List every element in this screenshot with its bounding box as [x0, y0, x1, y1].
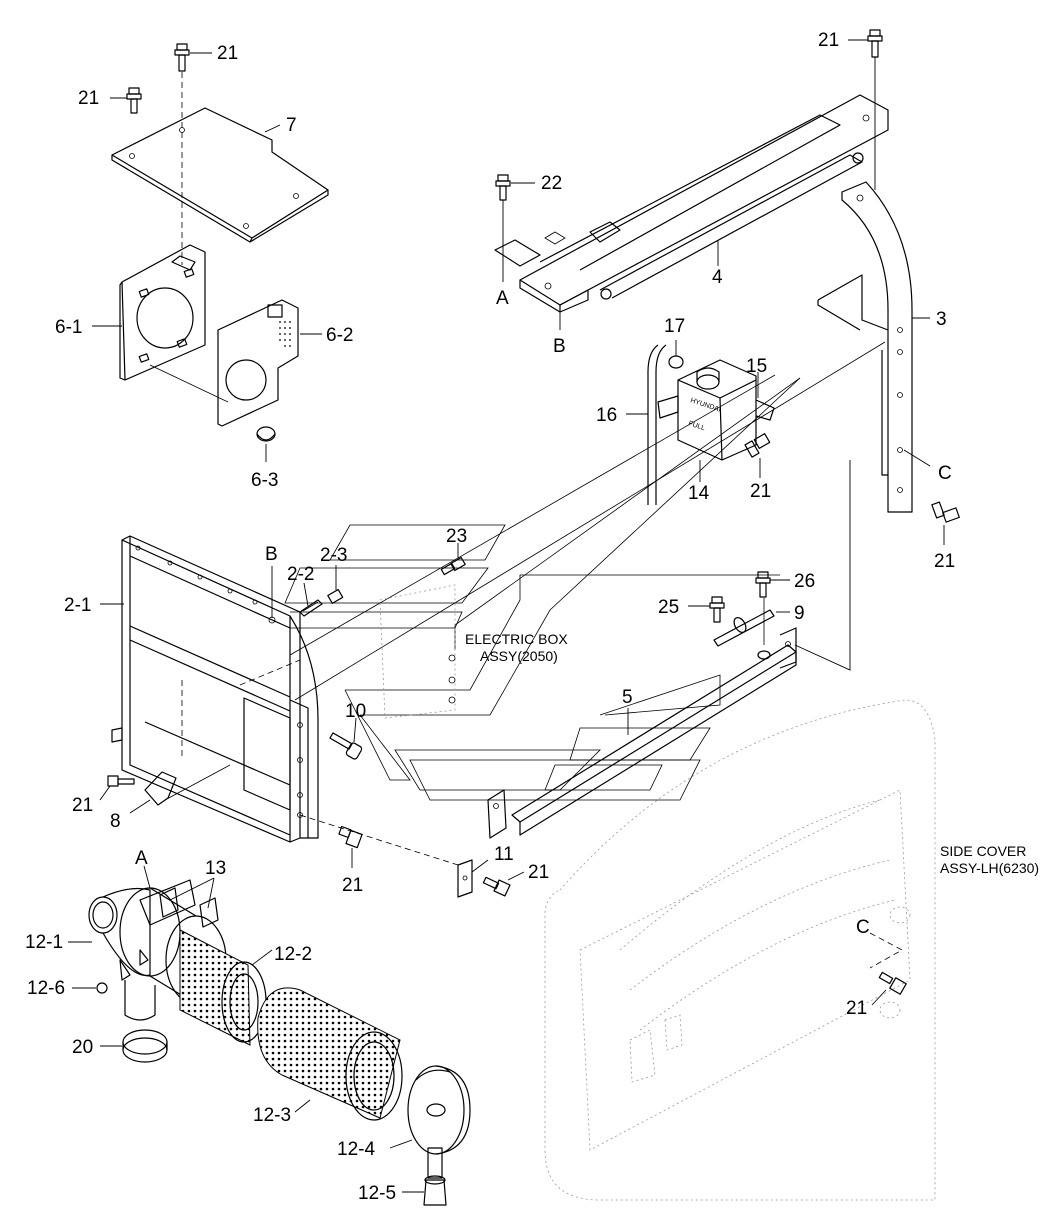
bolt-21-side-cover: [878, 971, 907, 995]
svg-text:HYUNDAI: HYUNDAI: [689, 397, 721, 413]
label-A: A: [135, 848, 148, 869]
label-12-5: 12-5: [358, 1183, 396, 1204]
label-12-6: 12-6: [27, 978, 65, 999]
bolt-21-right: [931, 501, 960, 523]
bolt-23: [440, 556, 466, 576]
label-25: 25: [658, 597, 679, 618]
label-13: 13: [205, 858, 226, 879]
label-12-2: 12-2: [274, 944, 312, 965]
clamp-17: [668, 355, 684, 369]
bolt-21-left: [107, 775, 135, 787]
label-6-2: 6-2: [326, 325, 353, 346]
bolt-21-frame-bottom: [338, 825, 363, 849]
label-21: 21: [72, 795, 93, 816]
bolt-21-top-left: [126, 87, 142, 114]
cover-plate-7: [111, 107, 329, 243]
label-C: C: [938, 463, 952, 484]
clamp-20: [122, 1029, 168, 1063]
label-21: 21: [846, 998, 867, 1019]
label-21: 21: [342, 875, 363, 896]
bracket-6-1: [119, 244, 206, 381]
label-14: 14: [688, 483, 710, 504]
plate-6-2: [217, 299, 299, 427]
svg-text:FULL: FULL: [687, 420, 706, 432]
electric-box-note: ELECTRIC BOX: [465, 631, 568, 647]
label-6-1: 6-1: [55, 317, 82, 338]
support-bar-5: [487, 627, 797, 839]
outer-element-12-3: [257, 987, 403, 1121]
inner-element-12-2: [179, 929, 267, 1046]
cover-12-4: [407, 1065, 471, 1155]
label-4: 4: [712, 267, 723, 288]
label-2-2: 2-2: [287, 564, 314, 585]
label-11: 11: [494, 844, 514, 865]
label-B: B: [265, 544, 278, 565]
plug-12-6: [96, 982, 108, 994]
label-23: 23: [446, 526, 467, 547]
strip-2-2: [299, 599, 323, 617]
label-12-3: 12-3: [253, 1105, 291, 1126]
label-6-3: 6-3: [251, 470, 278, 491]
label-8: 8: [110, 811, 121, 832]
side-cover-note: SIDE COVER: [940, 843, 1026, 859]
side-cover-outline: [544, 699, 936, 1201]
label-C: C: [856, 917, 870, 938]
label-16: 16: [596, 405, 617, 426]
label-21: 21: [528, 862, 549, 883]
bolt-26: [755, 571, 771, 598]
bracket-3: [817, 181, 913, 513]
label-26: 26: [794, 571, 815, 592]
label-12-1: 12-1: [25, 932, 63, 953]
bolt-10: [329, 732, 363, 760]
label-2-1: 2-1: [64, 595, 91, 616]
label-12-4: 12-4: [337, 1139, 375, 1160]
label-7: 7: [286, 115, 297, 136]
label-17: 17: [664, 316, 685, 337]
hose-16: [647, 344, 667, 505]
label-5: 5: [622, 687, 633, 708]
label-2-3: 2-3: [320, 545, 347, 566]
frame-2-1: [111, 535, 319, 843]
label-21: 21: [818, 30, 839, 51]
rail-4: [494, 94, 889, 313]
label-B: B: [553, 336, 566, 357]
label-10: 10: [345, 701, 366, 722]
bolt-21-tank: [744, 433, 771, 458]
bolt-21-top: [174, 43, 190, 72]
bolt-2-3: [327, 588, 344, 604]
label-3: 3: [936, 309, 947, 330]
plug-6-3: [256, 426, 276, 442]
electric-box-outline: [284, 377, 801, 801]
label-A: A: [496, 288, 509, 309]
bolt-21-top-right: [867, 29, 883, 58]
label-21: 21: [750, 481, 771, 502]
label-9: 9: [794, 603, 805, 624]
latch-9: [713, 609, 775, 647]
label-22: 22: [541, 173, 562, 194]
label-21: 21: [78, 88, 99, 109]
label-21: 21: [217, 43, 238, 64]
bracket-11: [457, 859, 473, 898]
electric-box-note: ASSY(2050): [480, 648, 558, 664]
bolt-21-bracket-11: [482, 876, 511, 897]
bolt-25: [709, 596, 725, 623]
label-21: 21: [934, 551, 955, 572]
label-20: 20: [72, 1037, 93, 1058]
bolt-22: [495, 174, 511, 201]
label-15: 15: [746, 356, 767, 377]
side-cover-note: ASSY-LH(6230): [940, 860, 1039, 876]
bracket-8: [144, 771, 177, 806]
valve-12-5: [423, 1147, 447, 1206]
